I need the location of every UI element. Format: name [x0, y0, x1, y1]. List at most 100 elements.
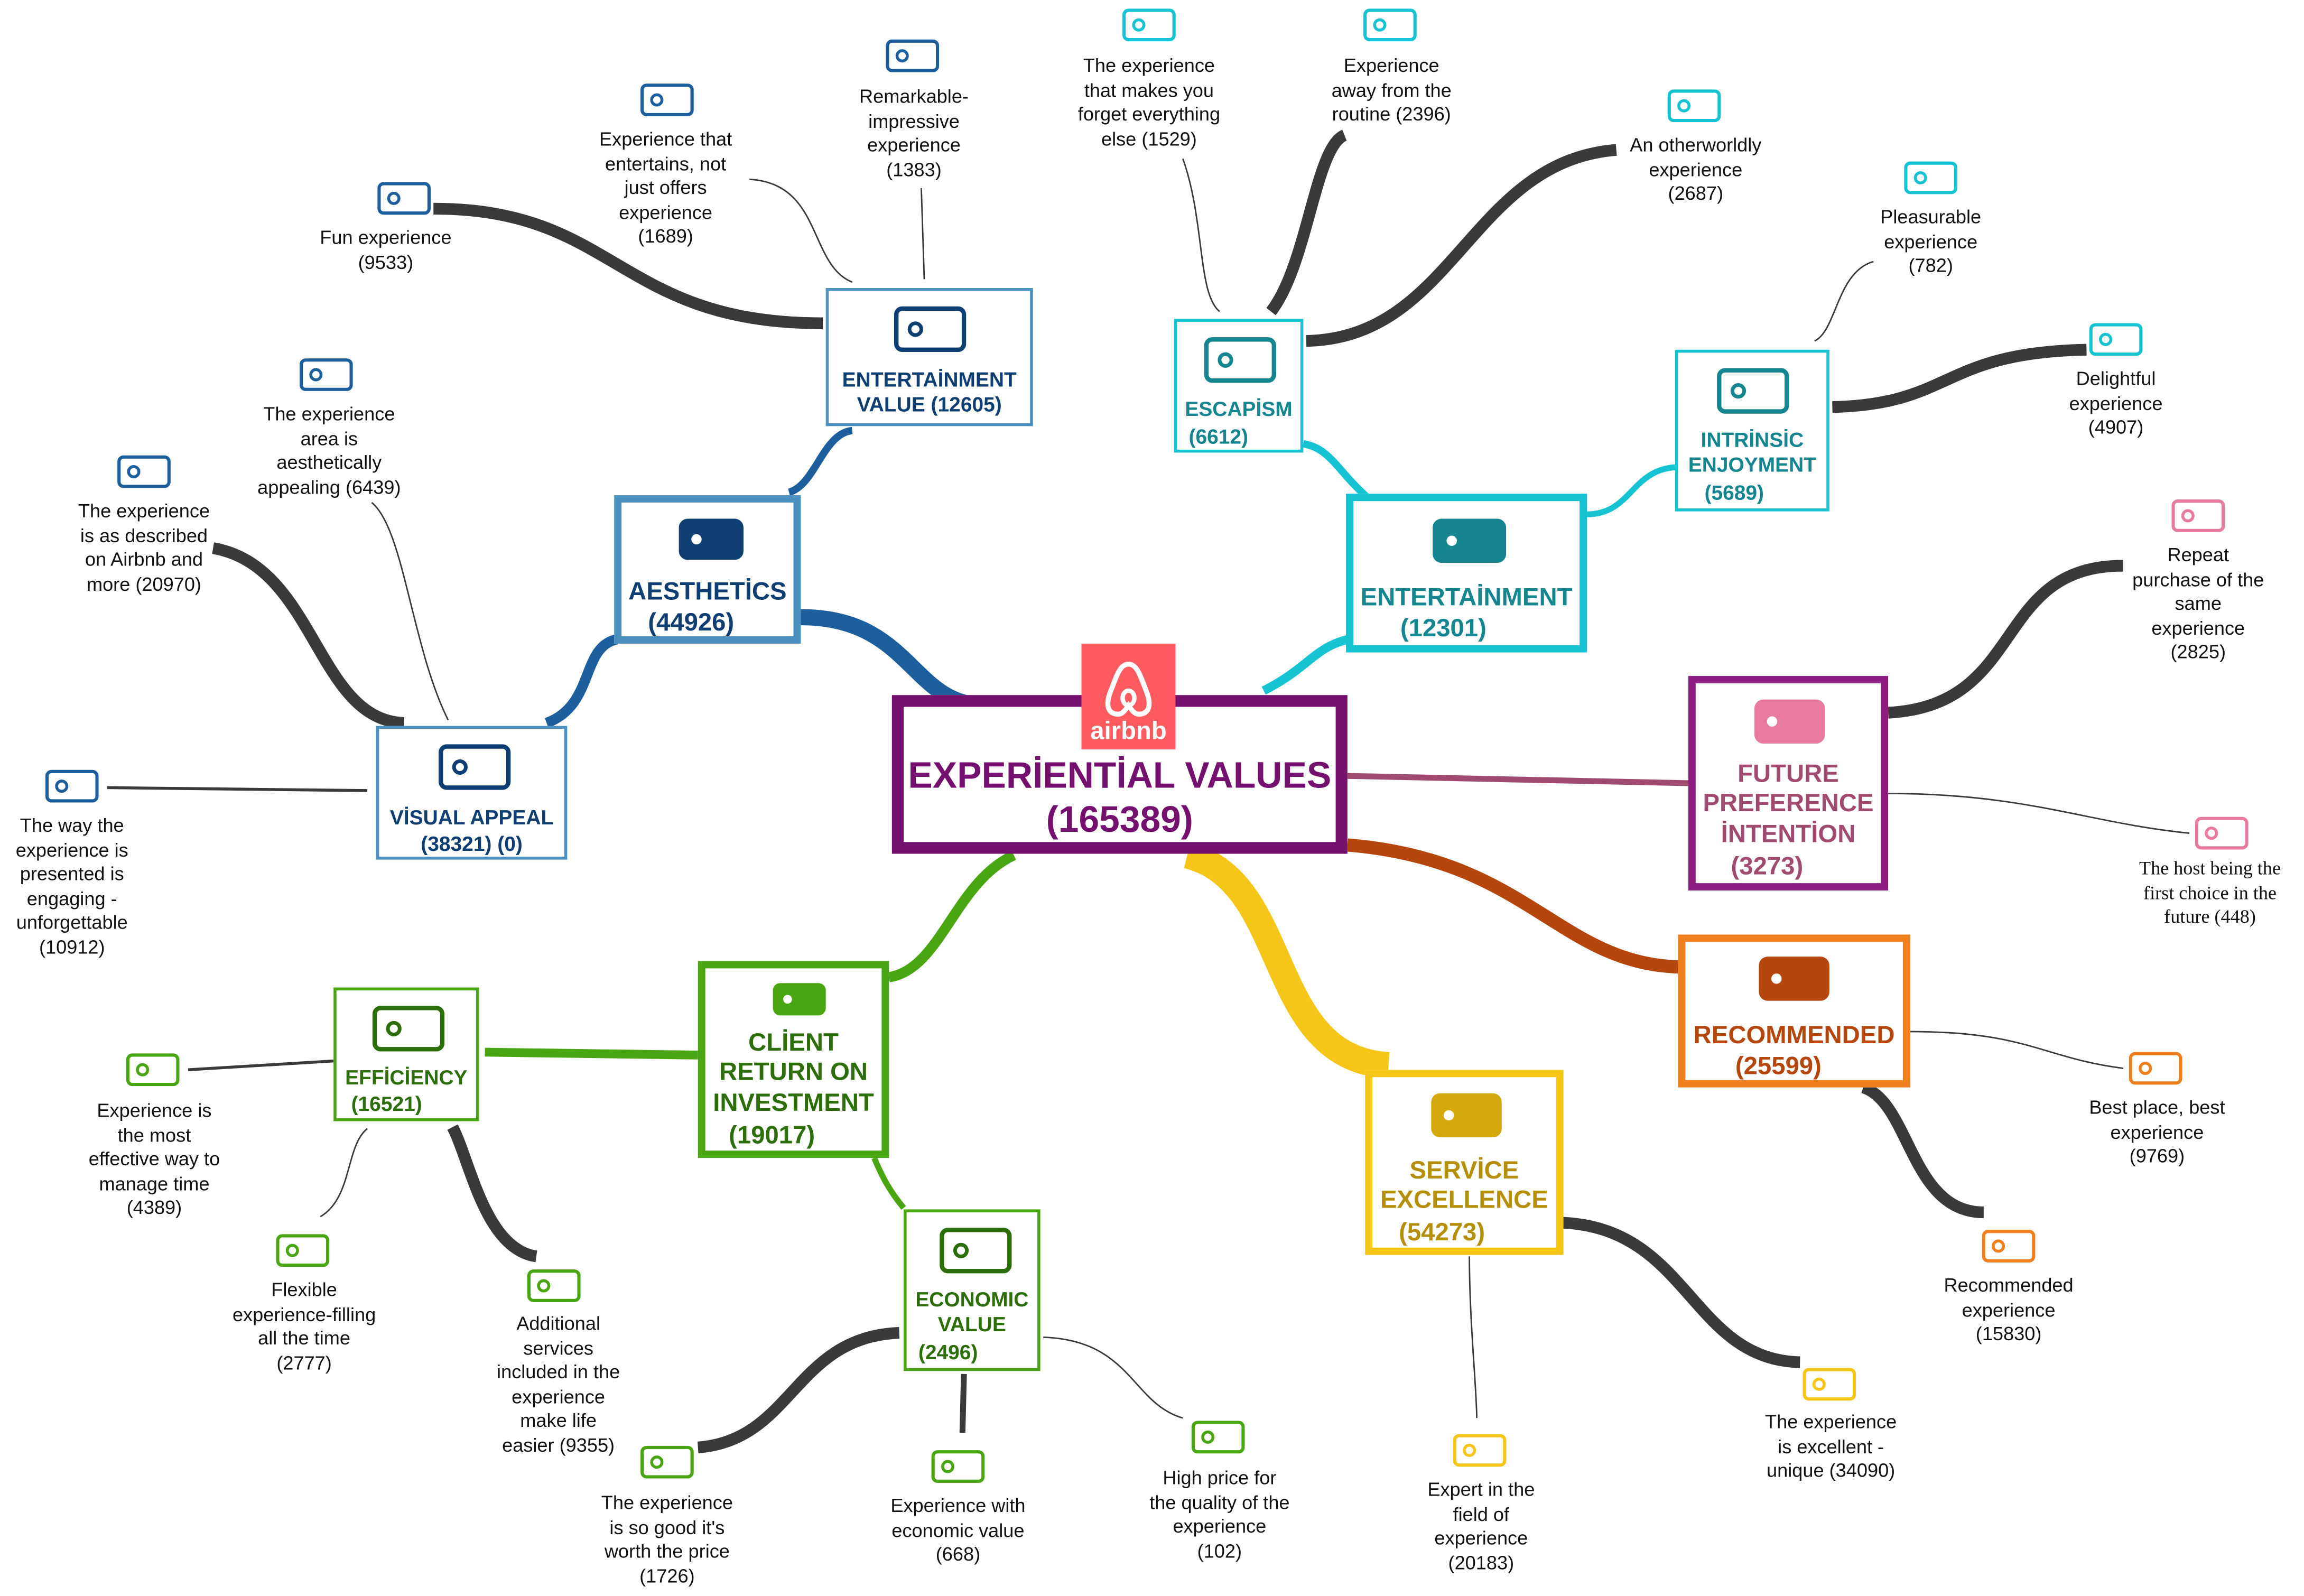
connector-aesthetics-entval — [787, 426, 853, 496]
connector-recommended — [1346, 838, 1678, 974]
service-count: (54273) — [1399, 1218, 1485, 1246]
leaf-away: Experience away from the routine (2396) — [1331, 54, 1452, 125]
connector-future — [1347, 773, 1690, 786]
leaf-manage-time: Experience is the most effective way to … — [88, 1099, 220, 1219]
connector-ent-escapism — [1303, 440, 1369, 500]
connector-client — [888, 850, 1016, 982]
leaf-remarkable: Remarkable- impressive experience (1383) — [859, 85, 969, 180]
visual-appeal-count: (38321) (0) — [421, 831, 523, 856]
intrinsic-tag-icon — [1717, 368, 1789, 414]
away-tag-icon — [1363, 8, 1417, 42]
connector-additional — [447, 1124, 538, 1263]
leaf-repeat: Repeat purchase of the same experience (… — [2132, 543, 2264, 663]
host-tag-icon — [2195, 816, 2249, 850]
connector-ent-intrinsic — [1586, 464, 1676, 517]
connector-aesthetics-visual — [544, 634, 619, 728]
central-title: EXPERİENTİAL VALUES — [908, 755, 1332, 797]
efficiency-node[interactable]: EFFİCİENCY (16521) — [333, 987, 479, 1121]
leaf-otherworldly: An otherworldly experience (2687) — [1630, 134, 1762, 205]
aesthetics-tag-icon — [679, 518, 744, 560]
recommended-count: (25599) — [1735, 1052, 1822, 1080]
entertainment-node[interactable]: ENTERTAİNMENT (12301) — [1346, 494, 1587, 653]
connector-best-place — [1910, 1031, 2124, 1069]
connector-pleasurable — [1814, 261, 1874, 342]
flexible-tag-icon — [276, 1234, 330, 1267]
recommended-label: RECOMMENDED — [1693, 1021, 1895, 1050]
connector-excellent — [1560, 1217, 1800, 1368]
leaf-econ-value: Experience with economic value (668) — [890, 1494, 1026, 1565]
connector-manage-time — [188, 1059, 334, 1072]
remarkable-tag-icon — [886, 39, 940, 72]
connector-client-efficiency — [485, 1047, 698, 1060]
connector-recommended-exp — [1861, 1082, 1984, 1219]
client-roi-node[interactable]: CLİENT RETURN ON INVESTMENT (19017) — [698, 961, 889, 1158]
excellent-tag-icon — [1803, 1368, 1856, 1401]
connector-presented — [107, 786, 368, 792]
pleasurable-tag-icon — [1904, 161, 1958, 194]
future-preference-node[interactable]: FUTURE PREFERENCE İNTENTİON (3273) — [1688, 676, 1889, 891]
recommended-exp-tag-icon — [1982, 1230, 2036, 1263]
best-place-tag-icon — [2129, 1052, 2182, 1085]
entertainment-label: ENTERTAİNMENT — [1360, 583, 1573, 611]
aesthetics-node[interactable]: AESTHETİCS (44926) — [614, 495, 801, 644]
airbnb-wordmark: airbnb — [1090, 717, 1167, 745]
entertainment-value-node[interactable]: ENTERTAİNMENT VALUE (12605) — [825, 287, 1033, 426]
connector-forget — [1182, 158, 1220, 312]
leaf-area: The experience area is aesthetically app… — [257, 402, 401, 498]
connector-entertains — [749, 178, 853, 283]
connector-remarkable — [921, 188, 925, 280]
recommended-node[interactable]: RECOMMENDED (25599) — [1678, 934, 1910, 1088]
efficiency-tag-icon — [372, 1006, 445, 1052]
leaf-additional: Additional services included in the expe… — [497, 1312, 620, 1456]
connector-entertainment — [1261, 635, 1350, 695]
client-count: (19017) — [729, 1121, 815, 1149]
entertainment-value-label: ENTERTAİNMENT VALUE (12605) — [842, 367, 1017, 416]
client-tag-icon — [773, 983, 826, 1016]
economic-value-node[interactable]: ECONOMIC VALUE (2496) — [904, 1209, 1040, 1371]
future-count: (3273) — [1731, 852, 1804, 880]
leaf-flexible: Flexible experience-filling all the time… — [232, 1278, 376, 1374]
entertainment-tag-icon — [1433, 518, 1507, 563]
service-tag-icon — [1431, 1093, 1502, 1138]
connector-aesthetics — [801, 609, 985, 713]
connector-away — [1266, 129, 1348, 316]
economic-count: (2496) — [918, 1340, 978, 1364]
expert-tag-icon — [1453, 1434, 1507, 1467]
client-label: CLİENT RETURN ON INVESTMENT — [713, 1028, 874, 1117]
connector-fun — [433, 202, 823, 329]
intrinsic-label: INTRİNSİC ENJOYMENT — [1688, 428, 1816, 476]
service-excellence-node[interactable]: SERVİCE EXCELLENCE (54273) — [1365, 1070, 1564, 1255]
future-label: FUTURE PREFERENCE İNTENTİON — [1703, 759, 1874, 848]
leaf-forget: The experience that makes you forget eve… — [1077, 54, 1221, 150]
entertainment-count: (12301) — [1400, 614, 1487, 643]
connector-flexible — [320, 1128, 368, 1218]
airbnb-logo: airbnb — [1081, 643, 1176, 750]
high-price-tag-icon — [1191, 1421, 1245, 1454]
efficiency-label: EFFİCİENCY — [345, 1065, 468, 1089]
efficiency-count: (16521) — [351, 1091, 422, 1116]
area-tag-icon — [299, 358, 353, 391]
connector-repeat — [1888, 560, 2123, 719]
leaf-presented: The way the experience is presented is e… — [15, 814, 128, 958]
airbnb-mark-icon — [1105, 662, 1152, 717]
future-tag-icon — [1754, 699, 1825, 744]
connector-econ-value — [959, 1374, 967, 1433]
economic-label: ECONOMIC VALUE — [915, 1287, 1029, 1336]
connector-high-price — [1043, 1336, 1183, 1419]
central-count: (165389) — [1046, 799, 1193, 841]
connector-client-economic — [871, 1156, 906, 1210]
visual-appeal-label: VİSUAL APPEAL — [389, 805, 554, 829]
described-tag-icon — [117, 455, 171, 488]
aesthetics-label: AESTHETİCS — [628, 577, 787, 606]
otherworldly-tag-icon — [1667, 89, 1721, 123]
forget-tag-icon — [1122, 8, 1176, 42]
intrinsic-enjoyment-node[interactable]: INTRİNSİC ENJOYMENT (5689) — [1675, 349, 1829, 512]
escapism-node[interactable]: ESCAPİSM (6612) — [1174, 319, 1304, 453]
leaf-fun: Fun experience (9533) — [320, 226, 452, 273]
fun-tag-icon — [377, 182, 431, 215]
worth-tag-icon — [640, 1445, 694, 1479]
escapism-tag-icon — [1204, 337, 1276, 383]
visual-appeal-node[interactable]: VİSUAL APPEAL (38321) (0) — [376, 726, 568, 860]
econ-value-tag-icon — [931, 1450, 985, 1483]
